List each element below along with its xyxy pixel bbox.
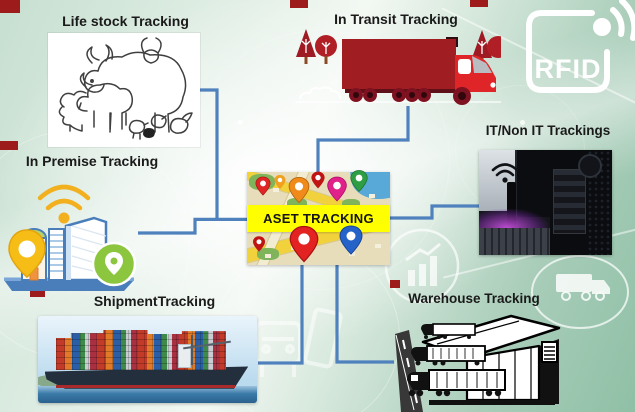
map-pin-green (350, 170, 368, 192)
dock-truck-medium (411, 345, 486, 366)
red-chip (30, 290, 45, 297)
center-banner: ASET TRACKING (247, 205, 390, 232)
connector-transit (316, 106, 410, 173)
dock-truck-large (407, 369, 506, 397)
map-pin-magenta (327, 176, 347, 202)
ship-hull (44, 366, 249, 389)
background-dot (238, 120, 243, 125)
map-pin-orange (288, 176, 310, 204)
red-chip (0, 141, 18, 150)
map-pin-red-big (289, 225, 319, 263)
center-banner-label: ASET TRACKING (263, 211, 374, 226)
road (395, 330, 423, 412)
rfid-icon: RFID (526, 0, 635, 93)
warehouse-illustration (395, 314, 561, 412)
rfid-text: RFID (535, 54, 602, 84)
dock-truck-small (421, 323, 476, 339)
ship-waterline-stripe (55, 384, 236, 389)
ship-mast (191, 335, 194, 365)
container-stacks (55, 329, 227, 370)
connector-warehouse (335, 264, 394, 364)
cloud-outline (299, 86, 341, 100)
node-it-non-it-label: IT/Non IT Trackings (485, 123, 611, 138)
map-pins (252, 170, 368, 263)
transit-truck-illustration (296, 29, 501, 105)
map-pin-orange-small (274, 175, 286, 189)
photo-keyboard (479, 227, 553, 255)
red-chip (0, 0, 20, 13)
center-map-node: ASET TRACKING (247, 170, 390, 265)
map-pin-blue (339, 225, 363, 255)
connector-lifestock (200, 88, 219, 218)
red-chip (470, 0, 488, 7)
platform (4, 280, 134, 291)
map-pin-darkred-small (252, 236, 266, 252)
node-in-transit-label: In Transit Tracking (334, 11, 458, 27)
map-pin-red-small (255, 176, 271, 196)
node-warehouse-label: Warehouse Tracking (408, 291, 540, 306)
wifi-icon-dark (491, 163, 519, 183)
node-shipment-label: ShipmentTracking (93, 293, 216, 309)
livestock-illustration (48, 33, 200, 147)
map-park (342, 199, 360, 209)
connector-premise (138, 217, 247, 235)
map-park (287, 198, 307, 209)
it-equipment-photo (479, 150, 612, 255)
ship-bridge (178, 343, 192, 369)
photo-server-case (549, 150, 612, 255)
server-fan (578, 154, 602, 179)
node-life-stock-label: Life stock Tracking (62, 13, 189, 29)
photo-speaker (506, 181, 517, 230)
truck-trailer (342, 39, 456, 89)
background-dot (520, 120, 525, 125)
server-drive-slots (553, 168, 586, 234)
node-in-premise-label: In Premise Tracking (25, 153, 159, 169)
map-pin-darkred-top (311, 171, 325, 189)
premise-illustration (4, 184, 137, 291)
container-ship-photo (38, 316, 257, 403)
red-chip (290, 0, 308, 8)
chart-doodle-icon (384, 228, 460, 304)
building-mid (48, 228, 65, 281)
livestock-line-art (58, 37, 193, 140)
truck-doodle-icon (531, 255, 629, 329)
map-park (257, 248, 279, 260)
red-chip (390, 280, 400, 288)
connector-shipment (258, 264, 304, 365)
connector-it (389, 204, 480, 220)
sea (38, 385, 257, 403)
wifi-icon (37, 184, 91, 211)
